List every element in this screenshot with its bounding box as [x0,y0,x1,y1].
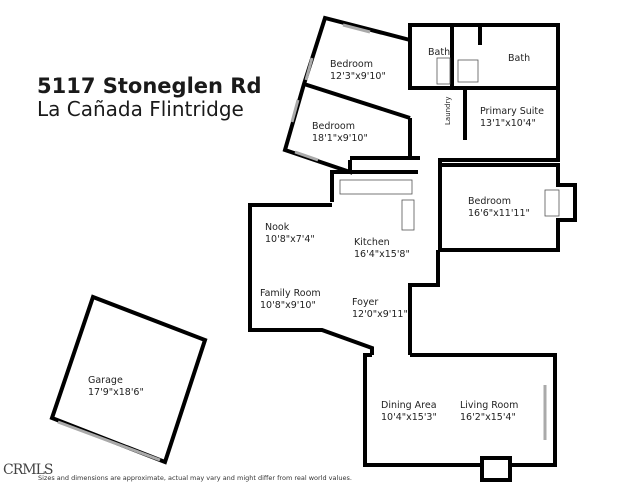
room-dims: 17'9"x18'6" [88,387,144,398]
room-dims: 16'4"x15'8" [354,249,410,260]
window [294,150,319,162]
room-name: Bedroom [468,196,511,207]
room-dims: 10'8"x7'4" [265,234,315,245]
wall [363,353,482,467]
kitchen-counter [339,179,413,195]
room-name: Foyer [352,297,378,308]
property-address: 5117 Stoneglen Rd [37,74,262,98]
room-name: Kitchen [354,237,390,248]
room-dims: 12'3"x9'10" [330,71,386,82]
wall [410,353,557,467]
garage-door [57,420,161,462]
fireplace [480,456,512,482]
room-name: Garage [88,375,123,386]
room-name: Bath [508,53,530,64]
wall [408,23,560,250]
room-dims: 13'1"x10'4" [480,118,536,129]
room-dims: 10'8"x9'10" [260,300,316,311]
room-name: Family Room [260,288,321,299]
room-name: Bath [428,47,450,58]
wall [330,170,418,202]
wall [282,15,411,175]
window [342,23,371,34]
window [290,99,300,123]
disclaimer: Sizes and dimensions are approximate, ac… [38,474,352,482]
shower [457,59,479,83]
property-city: La Cañada Flintridge [37,97,244,121]
room-dims: 12'0"x9'11" [352,309,408,320]
room-name: Bedroom [330,59,373,70]
room-name: Bedroom [312,121,355,132]
garage-walls [49,294,208,465]
room-dims: 16'2"x15'4" [460,412,516,423]
room-labels: Bedroom 12'3"x9'10" Bedroom 18'1"x9'10" … [88,47,544,423]
window [304,57,314,81]
wall [440,163,577,252]
room-name: Nook [265,222,290,233]
wall [248,203,374,355]
wall [303,82,411,120]
room-name: Primary Suite [480,106,544,117]
fireplace [544,189,560,217]
room-name: Dining Area [381,400,437,411]
kitchen-island [401,199,415,231]
room-dims: 18'1"x9'10" [312,133,368,144]
room-dims: 16'6"x11'11" [468,208,530,219]
crmls-logo: CRMLS [3,462,53,478]
room-name: Laundry [444,96,452,125]
wall [408,250,440,355]
room-dims: 10'4"x15'3" [381,412,437,423]
bathtub [436,57,451,85]
room-name: Living Room [460,400,518,411]
